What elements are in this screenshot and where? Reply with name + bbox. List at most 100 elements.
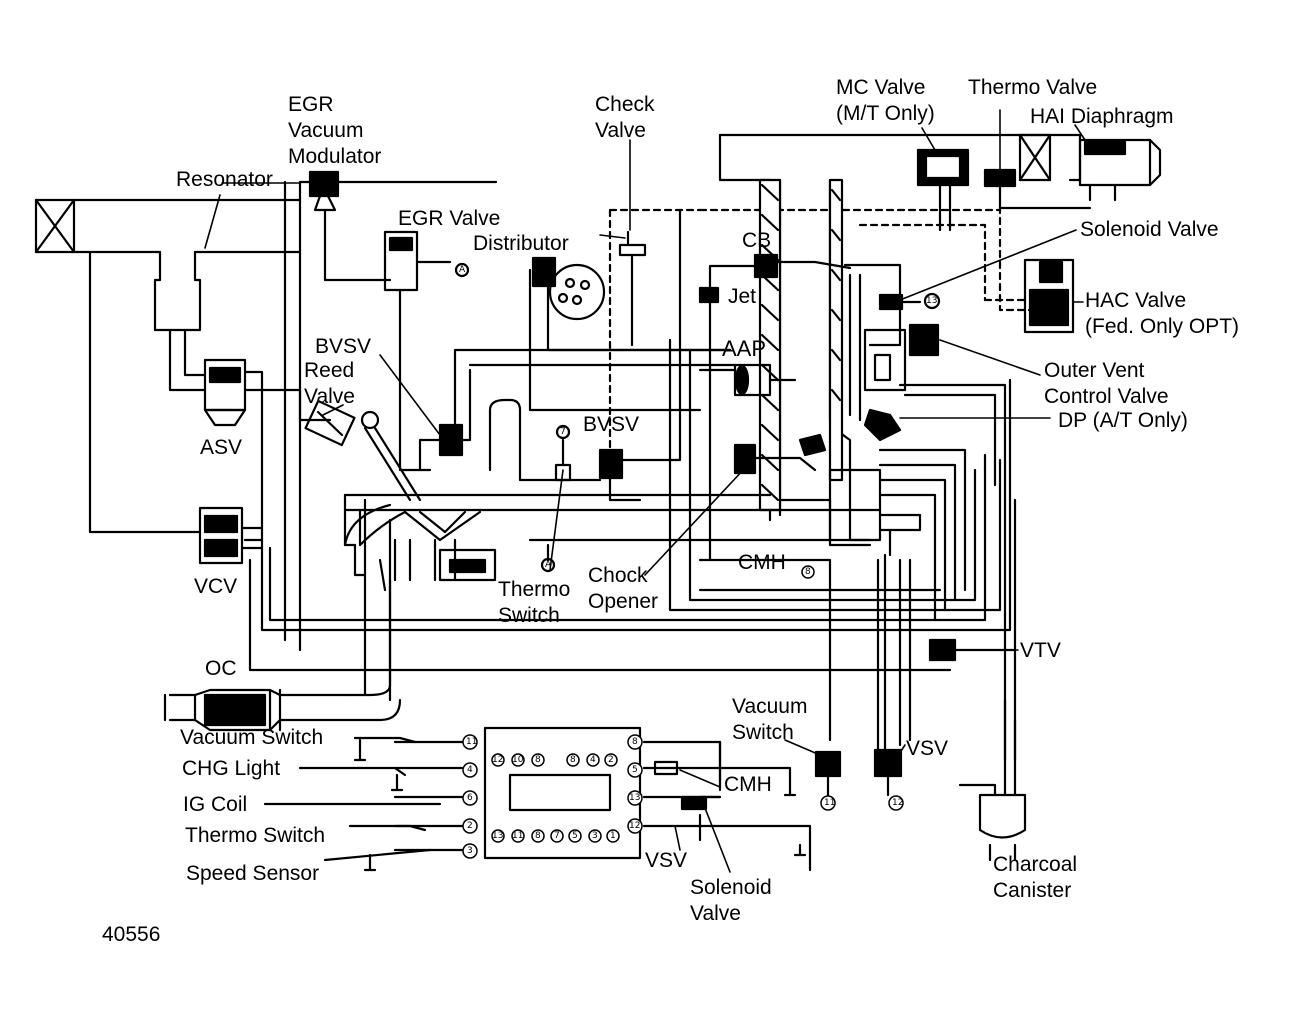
wiring-harness — [393, 726, 812, 872]
label-solenoid-valve-top: Solenoid Valve — [1080, 218, 1219, 241]
vacuum-hoses — [248, 338, 1017, 762]
check-valve — [608, 208, 702, 472]
marker-label: 7 — [560, 427, 566, 437]
piston-icon — [438, 548, 497, 582]
carburetor — [828, 263, 1007, 557]
label-reed-valve: Reed Valve — [304, 359, 355, 408]
label-thermo-valve: Thermo Valve — [968, 76, 1098, 99]
marker-label: 12 — [892, 798, 904, 808]
label-hac-valve: HAC Valve (Fed. Only OPT) — [1085, 289, 1240, 338]
bvsv-center — [488, 208, 682, 502]
ecu-pin-label: 8 — [535, 755, 541, 765]
connector-pins — [462, 565, 904, 859]
leader-lines — [204, 109, 1086, 873]
vapor-lines — [698, 208, 1042, 312]
ground-icon — [353, 738, 807, 872]
distributor — [528, 256, 732, 412]
label-egr-vacuum-modulator: EGR Vacuum Modulator — [288, 93, 382, 168]
marker-label: 11 — [824, 798, 836, 808]
label-jet: Jet — [728, 285, 757, 308]
label-vsv-right: VSV — [906, 737, 949, 760]
pin-label: 13 — [629, 793, 641, 803]
pin-label: 11 — [466, 737, 478, 747]
label-cb: CB — [742, 229, 772, 252]
label-cmh-bottom: CMH — [724, 773, 772, 796]
label-ig-coil: IG Coil — [183, 793, 248, 816]
ecu-pin-label: 10 — [512, 755, 524, 765]
egr-vacuum-modulator — [283, 170, 498, 652]
label-charcoal-canister: Charcoal Canister — [993, 853, 1078, 902]
label-asv: ASV — [200, 436, 243, 459]
label-outer-vent-control-valve: Outer Vent Control Valve — [1044, 359, 1169, 408]
ecu-pin-label: 5 — [572, 831, 578, 841]
label-bvsv-left: BVSV — [315, 335, 372, 358]
label-egr-valve: EGR Valve — [398, 207, 501, 230]
ecu-pin-label: 3 — [592, 831, 598, 841]
pin-label: 12 — [629, 821, 641, 831]
solenoid-valve-top — [878, 292, 941, 311]
label-check-valve: Check Valve — [595, 93, 655, 142]
solenoid-valve-icon — [653, 760, 708, 811]
pin-label: 5 — [632, 765, 638, 775]
vacuum-switch-right — [814, 750, 842, 797]
ecu-pin-label: 8 — [570, 755, 576, 765]
label-aap: AAP — [722, 336, 767, 361]
label-thermo-switch-left: Thermo Switch — [185, 824, 326, 847]
ecu-pin-label: 13 — [492, 831, 504, 841]
ecu-pin-label: 8 — [535, 831, 541, 841]
marker-label: 8 — [805, 567, 811, 577]
label-vacuum-switch-right: Vacuum Switch — [732, 695, 808, 744]
label-vtv: VTV — [1020, 639, 1061, 662]
ecu-pin-label: 1 — [610, 831, 616, 841]
label-mc-valve: MC Valve (M/T Only) — [836, 76, 935, 125]
ecu-pin-label: 4 — [590, 755, 596, 765]
air-cleaner-left — [34, 198, 302, 254]
thermo-valve — [983, 168, 1092, 210]
pin-label: 2 — [467, 821, 473, 831]
ecu-pin-label: 7 — [554, 831, 560, 841]
thermo-switch-center — [540, 424, 572, 573]
marker-label: A — [545, 560, 552, 570]
label-oc: OC — [205, 657, 237, 680]
label-dp: DP (A/T Only) — [1058, 409, 1188, 432]
vcv — [88, 250, 264, 565]
label-chg-light: CHG Light — [182, 757, 281, 780]
label-cmh-center: CMH — [738, 551, 786, 574]
label-bvsv-center: BVSV — [583, 413, 640, 436]
pin-label: 8 — [632, 737, 638, 747]
jet — [698, 286, 720, 304]
figure-number: 40556 — [102, 923, 161, 946]
label-resonator: Resonator — [176, 168, 273, 191]
marker-label: 13 — [926, 296, 938, 306]
label-solenoid-valve-bottom: Solenoid Valve — [690, 876, 772, 925]
pin-label: 3 — [467, 846, 473, 856]
label-distributor: Distributor — [473, 232, 569, 255]
label-vsv-bottom: VSV — [645, 849, 688, 872]
chock-opener — [733, 433, 827, 475]
bvsv-left — [418, 348, 692, 472]
resonator — [153, 250, 207, 392]
asv — [203, 358, 332, 542]
hai-diaphragm — [1018, 133, 1162, 202]
vsv-right — [873, 748, 903, 797]
label-hai-diaphragm: HAI Diaphragm — [1030, 105, 1174, 128]
label-speed-sensor: Speed Sensor — [186, 862, 320, 885]
ecu-pin-label: 12 — [492, 755, 504, 765]
label-thermo-switch-center: Thermo Switch — [498, 578, 571, 627]
aap — [468, 348, 797, 397]
intake-manifold — [343, 493, 882, 592]
vtv — [928, 638, 1017, 662]
catalytic-converter — [163, 578, 402, 732]
label-vcv: VCV — [194, 575, 238, 598]
marker-label: A — [459, 265, 466, 275]
ecu-pin-label: 11 — [512, 831, 524, 841]
reed-valve — [304, 399, 422, 502]
pin-label: 4 — [467, 765, 473, 775]
label-chock-opener: Chock Opener — [588, 564, 659, 613]
pin-label: 6 — [467, 793, 473, 803]
label-vacuum-switch-left: Vacuum Switch — [180, 726, 324, 749]
ecu-pin-label: 2 — [608, 755, 614, 765]
mc-valve — [916, 148, 970, 232]
choke-breaker — [708, 253, 852, 562]
